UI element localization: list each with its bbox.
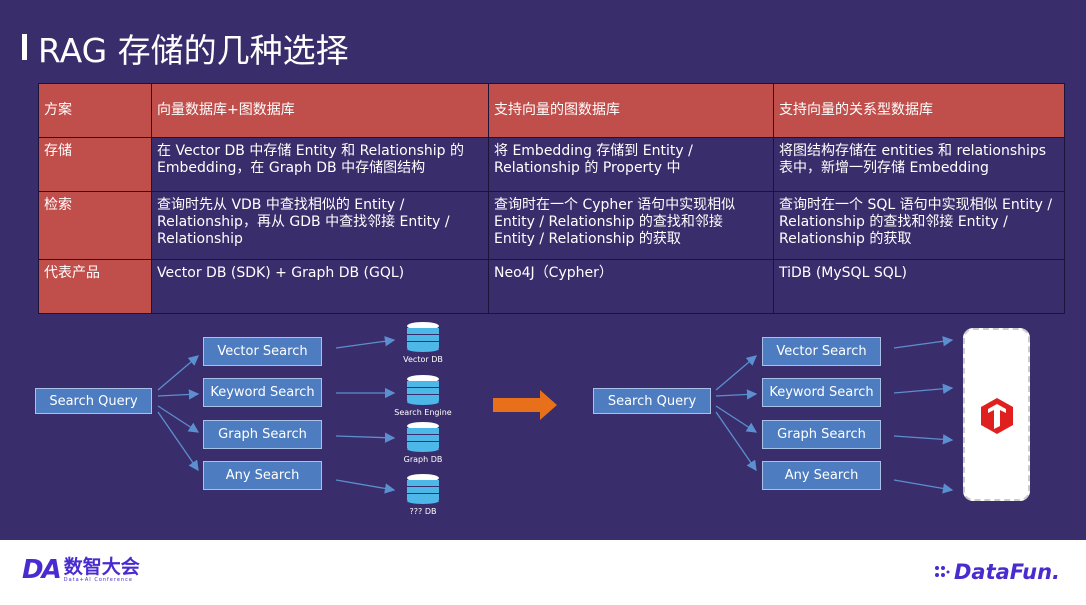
tidb-logo-icon [981, 398, 1013, 434]
db-label: Graph DB [403, 455, 443, 464]
slide: RAG 存储的几种选择 方案 向量数据库+图数据库 支持向量的图数据库 支持向量… [0, 0, 1086, 540]
vector-db-node: Vector DB [403, 321, 443, 364]
table-row: 代表产品 Vector DB (SDK) + Graph DB (GQL) Ne… [38, 259, 1065, 314]
table-cell: 在 Vector DB 中存储 Entity 和 Relationship 的 … [151, 137, 489, 192]
row-label: 代表产品 [38, 259, 152, 314]
arrow [715, 405, 758, 433]
table-cell: Vector DB (SDK) + Graph DB (GQL) [151, 259, 489, 314]
datafun-logo: DataFun. [934, 560, 1060, 584]
table-cell: 查询时先从 VDB 中查找相似的 Entity / Relationship，再… [151, 191, 489, 260]
arrow [335, 432, 396, 443]
conference-name: 数智大会 [63, 556, 140, 578]
transition-arrow [493, 390, 557, 420]
table-header-cell: 支持向量的图数据库 [488, 83, 774, 138]
database-icon [407, 474, 439, 504]
graph-db-node: Graph DB [404, 421, 442, 464]
arrow [157, 355, 199, 391]
database-icon [407, 375, 439, 405]
arrow [157, 389, 200, 400]
table-cell: 查询时在一个 SQL 语句中实现相似 Entity / Relationship… [773, 191, 1065, 260]
row-label: 检索 [38, 191, 152, 260]
graph-search-box: Graph Search [203, 420, 322, 449]
conference-subtitle: Data+AI Conference [63, 577, 133, 583]
table-cell: 将 Embedding 存储到 Entity / Relationship 的 … [488, 137, 774, 192]
db-label: Search Engine [394, 408, 452, 417]
any-search-box: Any Search [203, 461, 322, 490]
diagram-arrows [157, 336, 954, 494]
arrow [715, 355, 757, 391]
table-header-cell: 支持向量的关系型数据库 [773, 83, 1065, 138]
arrow [335, 336, 396, 349]
slide-title: RAG 存储的几种选择 [38, 31, 349, 70]
arrow [893, 479, 954, 494]
title-accent-bar [22, 34, 27, 60]
vector-search-box: Vector Search [203, 337, 322, 366]
table-header-cell: 向量数据库+图数据库 [151, 83, 489, 138]
db-label: Vector DB [403, 355, 443, 364]
graph-search-box: Graph Search [762, 420, 881, 449]
unknown-db-node: ??? DB [405, 473, 441, 516]
table-row: 检索 查询时先从 VDB 中查找相似的 Entity / Relationshi… [38, 191, 1065, 260]
datafun-dots-icon [934, 566, 950, 577]
da-logo-mark: DA [22, 555, 62, 585]
search-flow-diagram: Search Query Vector Search Keyword Searc… [0, 318, 1086, 540]
keyword-search-box: Keyword Search [762, 378, 881, 407]
table-header-cell: 方案 [38, 83, 152, 138]
arrow [157, 411, 199, 472]
table-header-row: 方案 向量数据库+图数据库 支持向量的图数据库 支持向量的关系型数据库 [38, 83, 1065, 138]
arrow [893, 336, 954, 349]
arrow [335, 479, 396, 494]
database-icon [407, 422, 439, 452]
arrow [715, 389, 758, 400]
keyword-search-box: Keyword Search [203, 378, 322, 407]
vector-search-box: Vector Search [762, 337, 881, 366]
arrow [893, 383, 954, 394]
db-label: ??? DB [409, 507, 437, 516]
search-engine-node: Search Engine [394, 374, 452, 417]
tidb-container [963, 328, 1030, 501]
arrow [715, 411, 757, 472]
table-cell: 查询时在一个 Cypher 语句中实现相似 Entity / Relations… [488, 191, 774, 260]
search-query-box: Search Query [35, 388, 152, 414]
datafun-text: DataFun. [953, 560, 1060, 584]
arrow [893, 434, 954, 445]
any-search-box: Any Search [762, 461, 881, 490]
search-query-box: Search Query [593, 388, 711, 414]
arrow [157, 405, 200, 433]
table-row: 存储 在 Vector DB 中存储 Entity 和 Relationship… [38, 137, 1065, 192]
row-label: 存储 [38, 137, 152, 192]
comparison-table: 方案 向量数据库+图数据库 支持向量的图数据库 支持向量的关系型数据库 存储 在… [38, 83, 1065, 314]
footer: DA 数智大会 Data+AI Conference DataFun. [0, 540, 1086, 605]
conference-logo: DA 数智大会 Data+AI Conference [22, 557, 140, 583]
table-cell: Neo4J（Cypher） [488, 259, 774, 314]
table-cell: TiDB (MySQL SQL) [773, 259, 1065, 314]
database-icon [407, 322, 439, 352]
table-cell: 将图结构存储在 entities 和 relationships 表中，新增一列… [773, 137, 1065, 192]
